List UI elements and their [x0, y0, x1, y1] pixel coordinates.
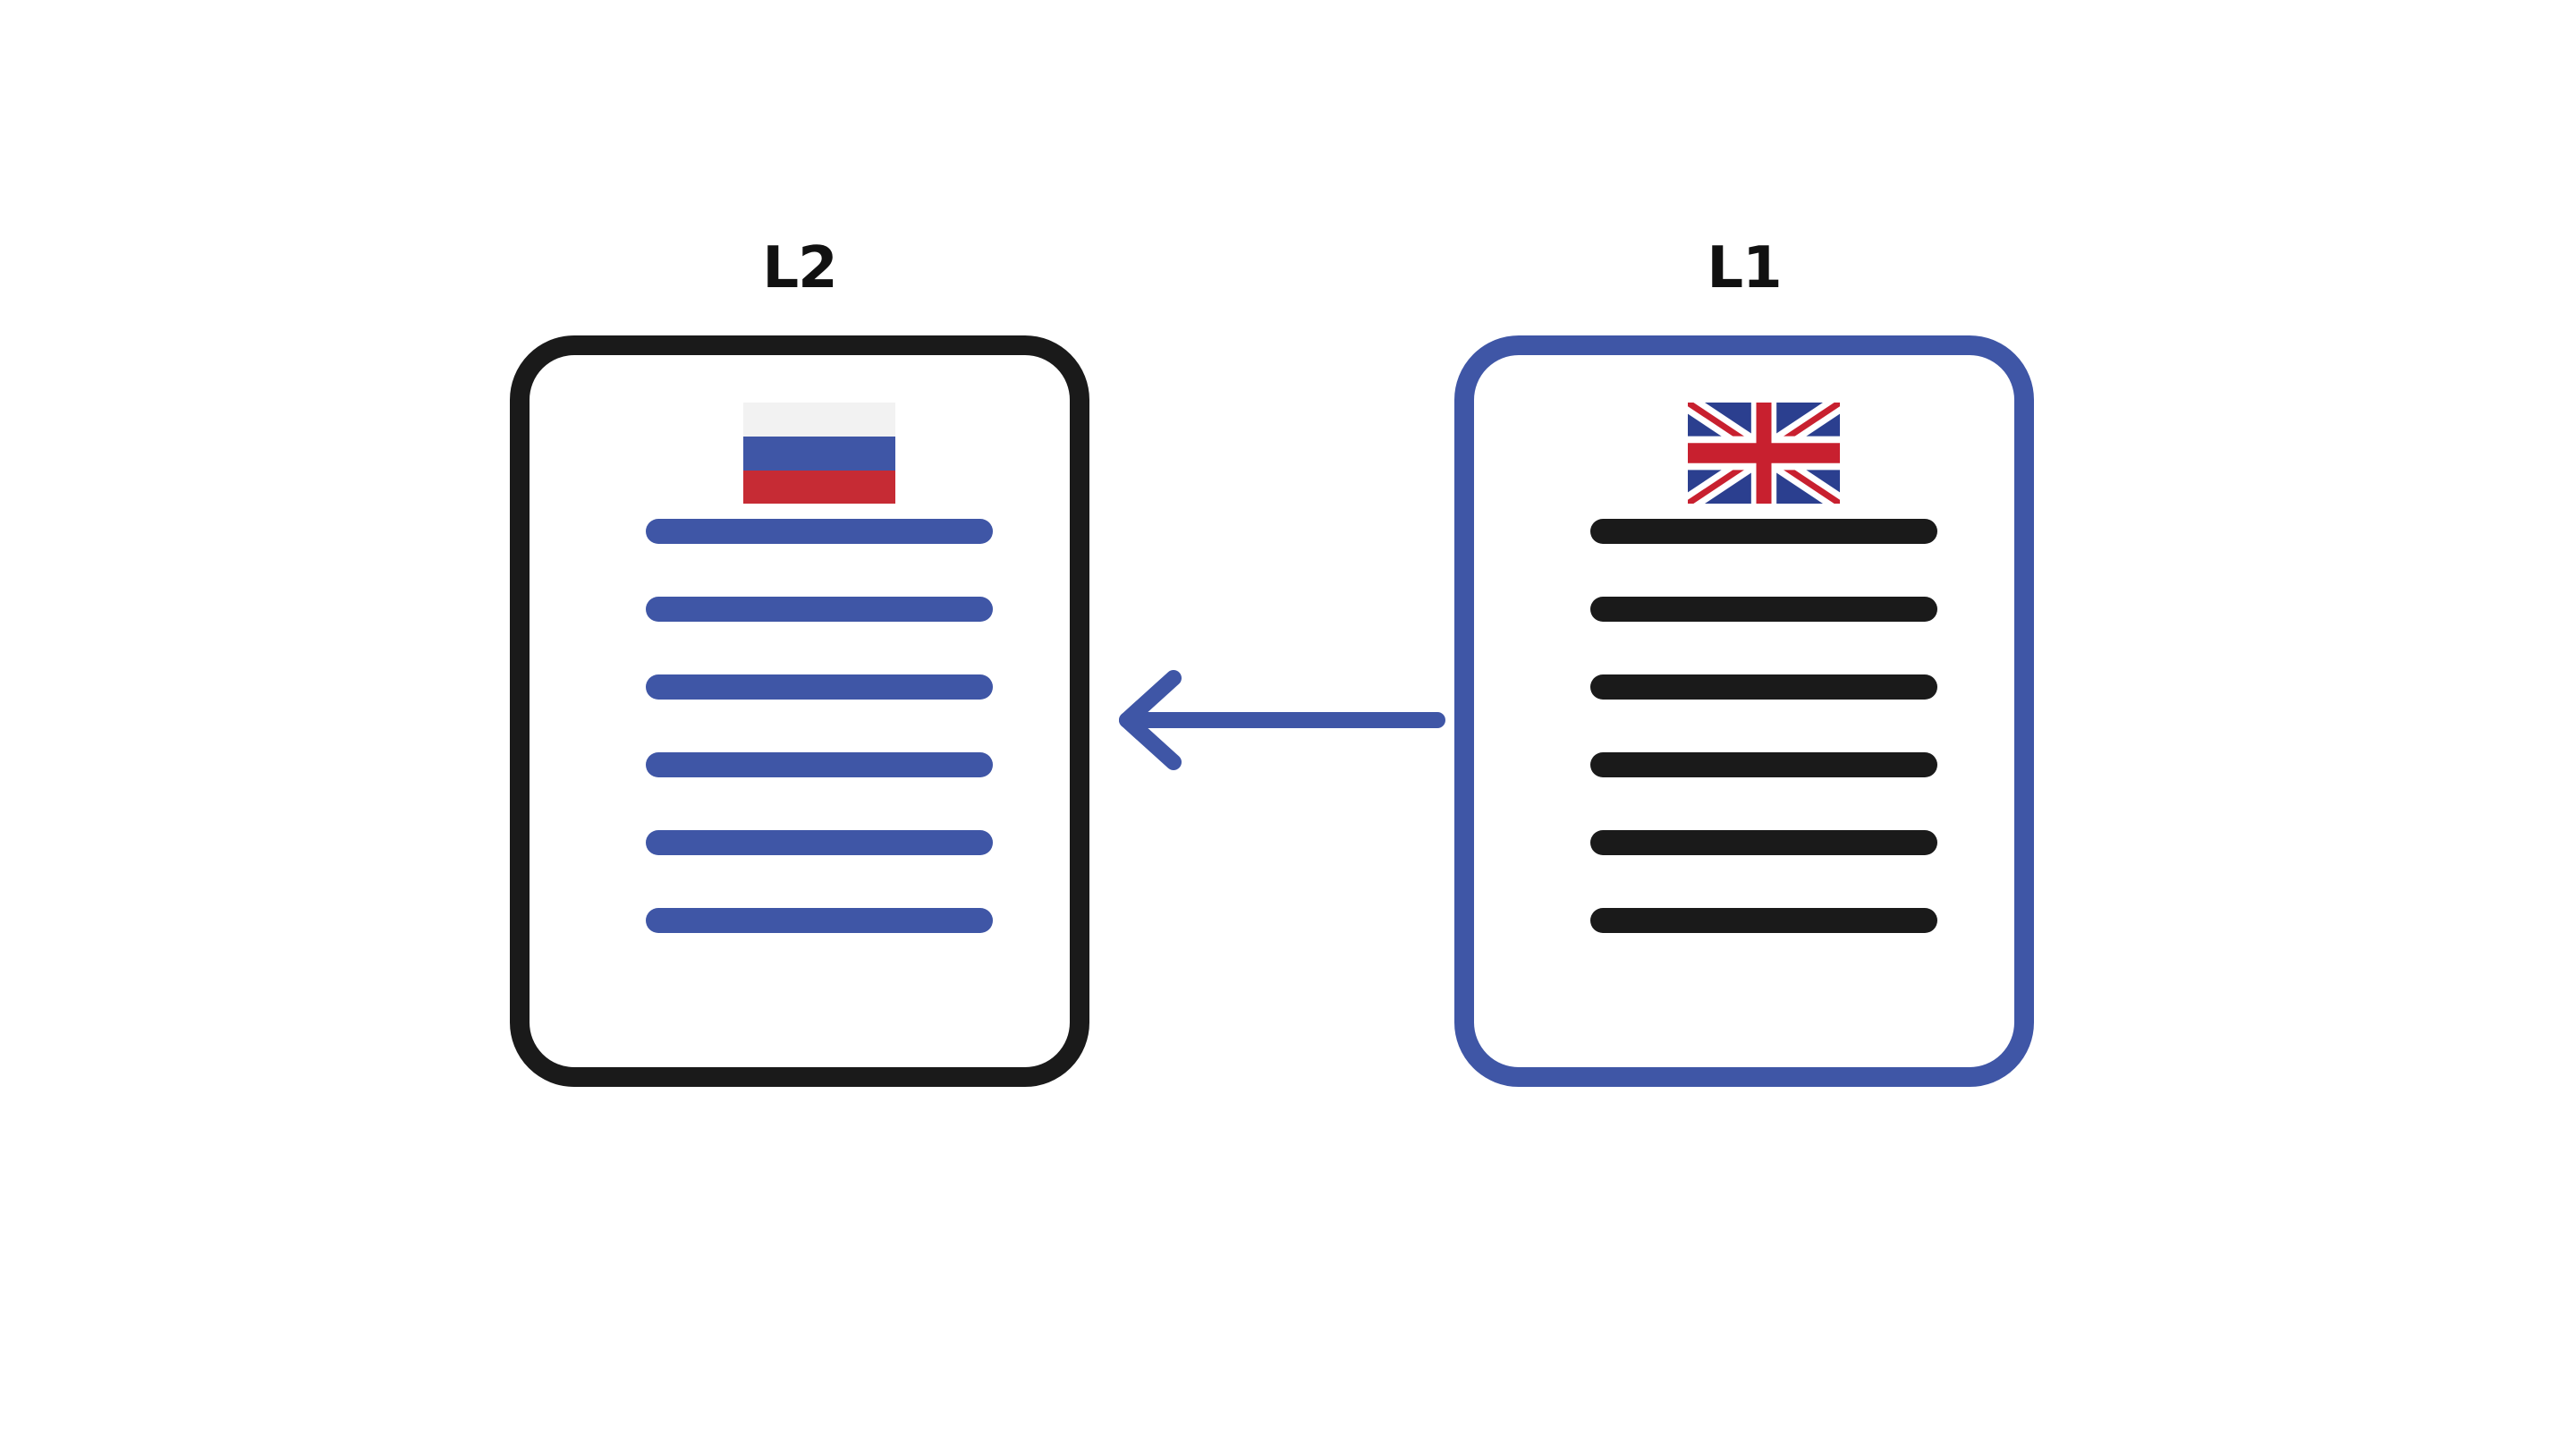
- text-line: [646, 597, 993, 622]
- label-l2: L2: [762, 235, 837, 301]
- russia-flag-icon: [743, 403, 895, 504]
- label-l1: L1: [1707, 235, 1782, 301]
- text-lines: [646, 519, 993, 986]
- text-line: [1590, 519, 1937, 544]
- text-line: [1590, 830, 1937, 855]
- text-line: [1590, 908, 1937, 933]
- arrow-left-icon: [1119, 670, 1445, 770]
- text-line: [646, 752, 993, 777]
- text-line: [1590, 597, 1937, 622]
- text-line: [646, 519, 993, 544]
- document-l1: [1454, 335, 2034, 1087]
- text-line: [646, 908, 993, 933]
- text-line: [646, 830, 993, 855]
- text-line: [646, 674, 993, 700]
- text-line: [1590, 752, 1937, 777]
- document-l2: [510, 335, 1089, 1087]
- uk-flag-icon: [1688, 403, 1840, 504]
- text-line: [1590, 674, 1937, 700]
- text-lines: [1590, 519, 1937, 986]
